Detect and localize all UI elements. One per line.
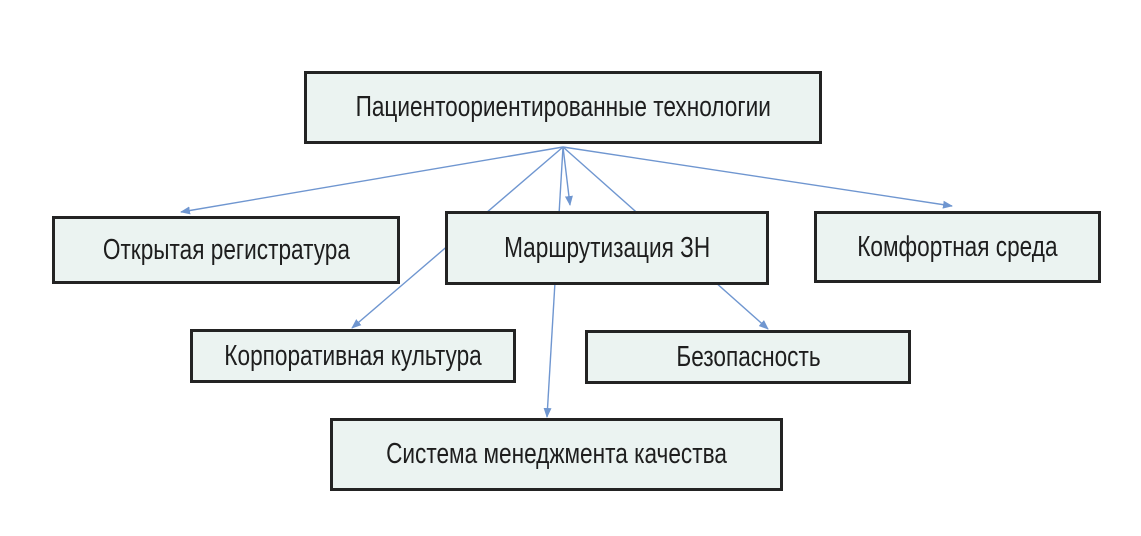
node-label: Комфортная среда	[857, 230, 1058, 263]
node-label: Маршрутизация ЗН	[503, 231, 711, 264]
root-node: Пациентоориентированные технологии	[304, 71, 822, 144]
node-label: Открытая регистратура	[102, 233, 350, 266]
arrow-to-comfort	[562, 146, 953, 209]
node-open-registry: Открытая регистратура	[52, 216, 400, 284]
root-label: Пациентоориентированные технологии	[355, 91, 771, 123]
node-corporate-culture: Корпоративная культура	[190, 329, 516, 383]
node-quality-system: Система менеджмента качества	[330, 418, 783, 491]
arrow-to-open-registry	[180, 146, 564, 215]
node-routing: Маршрутизация ЗН	[445, 211, 769, 285]
node-label: Корпоративная культура	[224, 339, 482, 372]
node-safety: Безопасность	[585, 330, 911, 384]
node-label: Безопасность	[675, 340, 821, 373]
node-comfort: Комфортная среда	[814, 211, 1101, 283]
arrow-to-routing	[562, 146, 573, 206]
node-label: Система менеджмента качества	[386, 438, 727, 470]
